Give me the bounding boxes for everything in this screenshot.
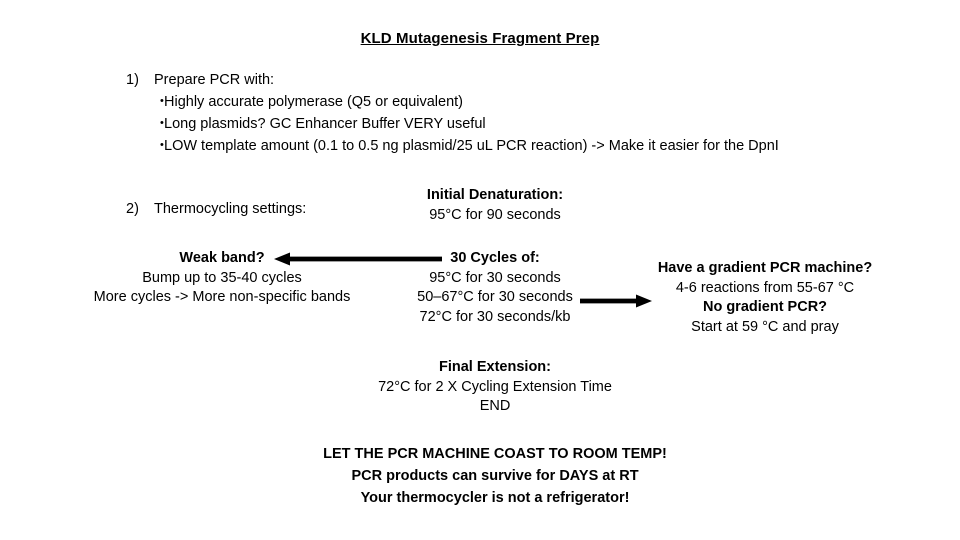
section1-heading: Prepare PCR with: [154,72,275,88]
final-extension-heading: Final Extension: [439,359,551,375]
section2-number: 2) [126,201,139,217]
cycles-line-3: 72°C for 30 seconds/kb [419,308,571,325]
section1-heading-line: 1) Prepare PCR with: [126,69,926,91]
section1-bullet-list: Highly accurate polymerase (Q5 or equiva… [126,90,926,157]
weak-band-block: Weak band? Bump up to 35-40 cycles More … [62,249,382,308]
cycles-block: 30 Cycles of: 95°C for 30 seconds 50–67°… [370,249,620,327]
list-item: Long plasmids? GC Enhancer Buffer VERY u… [126,112,926,135]
coast-line-3: Your thermocycler is not a refrigerator! [360,490,630,506]
coast-line-2: PCR products can survive for DAYS at RT [351,468,639,484]
initial-denaturation-block: Initial Denaturation: 95°C for 90 second… [370,186,620,225]
section1-number: 1) [126,72,139,88]
cycles-line-2: 50–67°C for 30 seconds [417,289,573,305]
section2-heading: Thermocycling settings: [154,201,307,217]
arrow-left-icon [274,251,442,267]
initial-denaturation-line-1: 95°C for 90 seconds [429,206,561,223]
page-title: KLD Mutagenesis Fragment Prep [360,30,600,47]
list-item: LOW template amount (0.1 to 0.5 ng plasm… [126,134,926,157]
arrow-right-icon [580,293,652,309]
gradient-heading: Have a gradient PCR machine? [657,260,873,276]
weak-band-line-2: More cycles -> More non-specific bands [93,289,351,305]
gradient-line-1: 4-6 reactions from 55-67 °C [675,279,855,296]
coast-warning-block: LET THE PCR MACHINE COAST TO ROOM TEMP! … [285,443,705,509]
no-gradient-line: Start at 59 °C and pray [691,318,839,335]
final-extension-block: Final Extension: 72°C for 2 X Cycling Ex… [285,358,705,417]
section-thermocycling-label: 2) Thermocycling settings: [126,198,306,220]
weak-band-line-1: Bump up to 35-40 cycles [142,269,302,286]
weak-band-heading: Weak band? [179,250,265,266]
final-extension-line-2: END [479,398,511,414]
gradient-block: Have a gradient PCR machine? 4-6 reactio… [640,259,890,337]
list-item: Highly accurate polymerase (Q5 or equiva… [126,90,926,113]
coast-line-1: LET THE PCR MACHINE COAST TO ROOM TEMP! [323,446,667,462]
no-gradient-heading: No gradient PCR? [702,299,828,315]
cycles-heading: 30 Cycles of: [450,250,540,266]
cycles-line-1: 95°C for 30 seconds [429,269,561,286]
section-prepare-pcr: 1) Prepare PCR with: Highly accurate poly… [126,69,926,157]
final-extension-line-1: 72°C for 2 X Cycling Extension Time [378,378,612,395]
initial-denaturation-heading: Initial Denaturation: [426,187,564,203]
